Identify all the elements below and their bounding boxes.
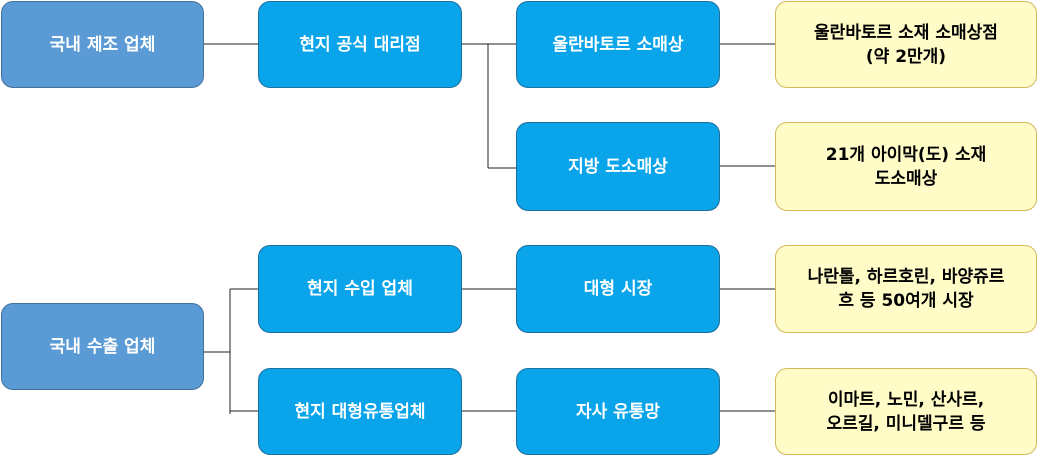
- node-local-large-distributor: 현지 대형유통업체: [258, 368, 462, 455]
- node-own-network: 자사 유통망: [516, 368, 720, 455]
- node-regional-retailer: 지방 도소매상: [516, 122, 720, 211]
- node-ub-retailer: 울란바토르 소매상: [516, 1, 720, 88]
- node-domestic-exporter: 국내 수출 업체: [1, 303, 204, 390]
- node-official-dealer: 현지 공식 대리점: [258, 1, 462, 88]
- leaf-stores-list: 이마트, 노민, 산사르, 오르길, 미니델구르 등: [775, 368, 1037, 455]
- node-domestic-manufacturer: 국내 제조 업체: [1, 1, 204, 88]
- node-large-market: 대형 시장: [516, 245, 720, 333]
- leaf-aimag-wholesale: 21개 아이막(도) 소재 도소매상: [775, 122, 1037, 211]
- node-local-importer: 현지 수입 업체: [258, 245, 462, 333]
- leaf-markets-list: 나란톨, 하르호린, 바양쥬르 흐 등 50여개 시장: [775, 245, 1037, 333]
- leaf-ub-retail-stores: 울란바토르 소재 소매상점 (약 2만개): [775, 1, 1037, 88]
